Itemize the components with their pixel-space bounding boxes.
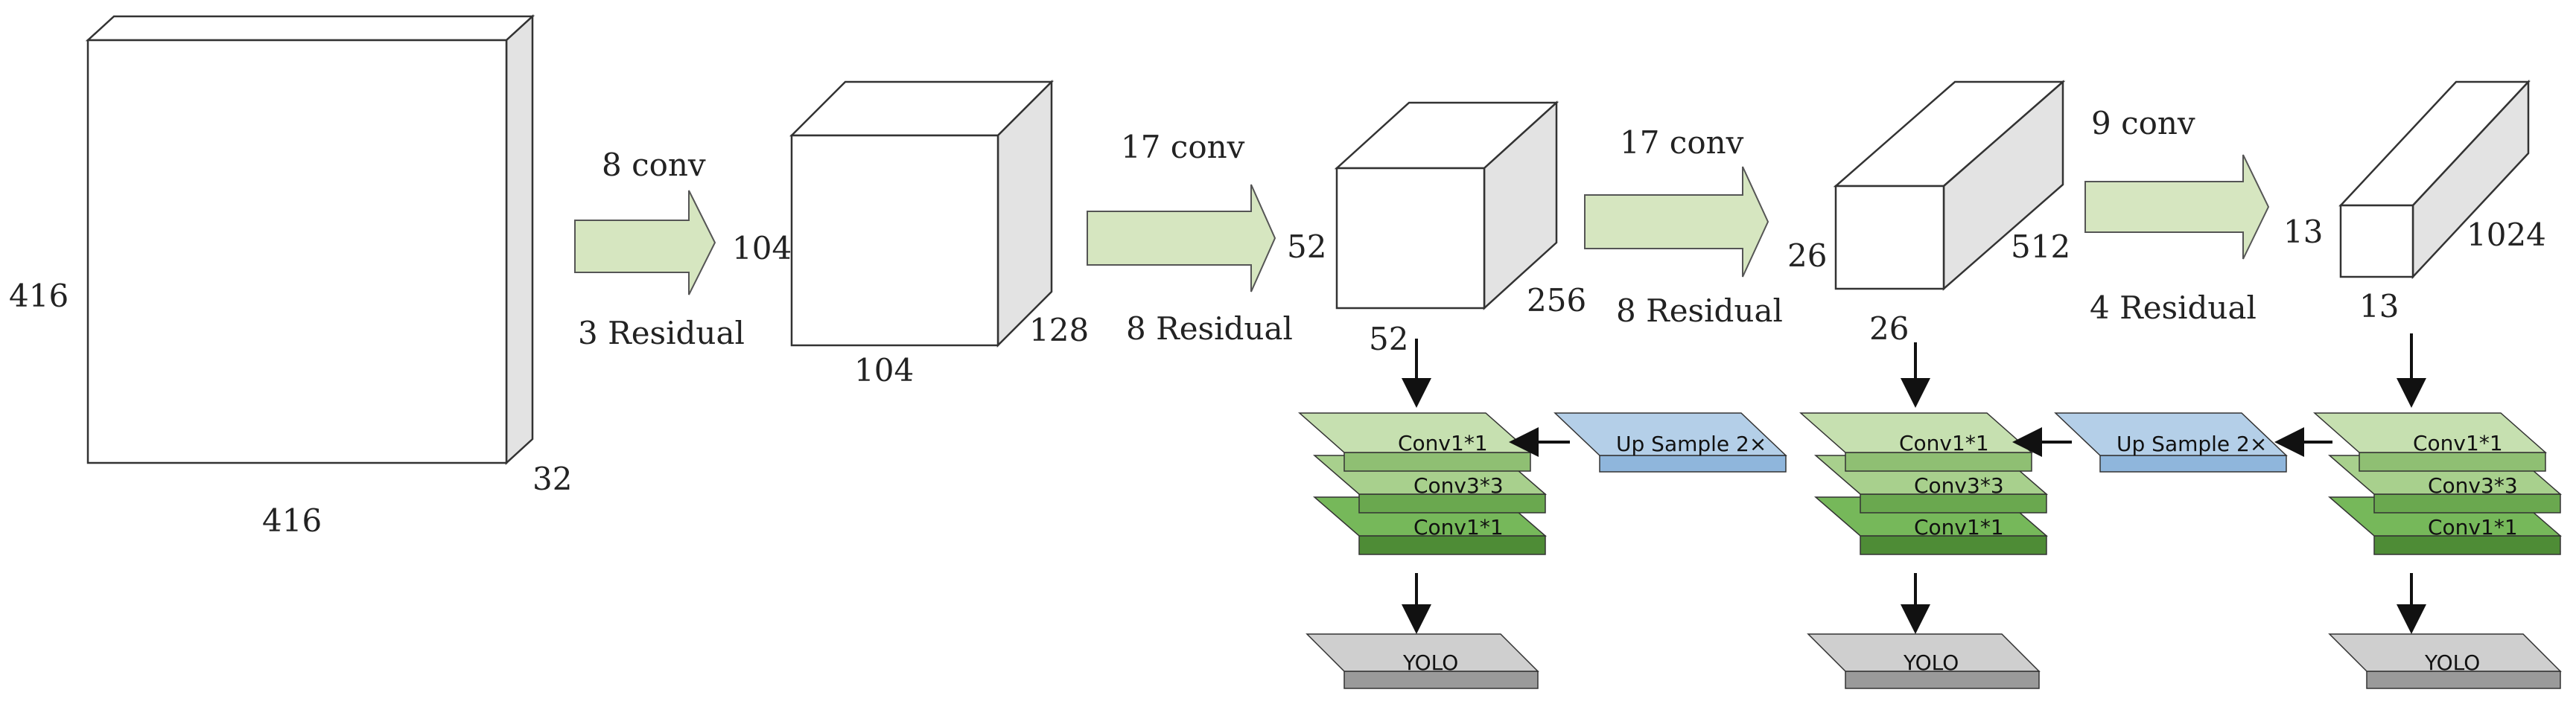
cube-front-face: [790, 134, 999, 347]
feature-cube-104: [789, 79, 1055, 348]
stage-residual-label: 8 Residual: [1616, 292, 1783, 329]
cube-width-label: 416: [262, 502, 322, 539]
cube-depth-label: 32: [532, 461, 572, 497]
cube-depth-label: 128: [1029, 312, 1089, 348]
svg-text:Conv1*1: Conv1*1: [1914, 515, 2004, 540]
cube-width-label: 52: [1369, 321, 1408, 357]
cube-height-label: 416: [9, 278, 69, 314]
cube-height-label: 13: [2283, 214, 2323, 250]
cube-width-label: 26: [1869, 310, 1909, 347]
svg-text:Up Sample 2×: Up Sample 2×: [1616, 432, 1766, 456]
cube-depth-label: 1024: [2467, 217, 2546, 253]
cube-front-face: [2339, 204, 2414, 278]
conv1x1-layer-top: Conv1*1: [1298, 412, 1532, 472]
feature-cube-416: [85, 14, 535, 465]
cube-side-face: [505, 14, 534, 465]
stage-arrow-2: [1087, 184, 1276, 292]
svg-text:Conv3*3: Conv3*3: [1413, 473, 1504, 498]
stage-arrow-1: [574, 190, 716, 295]
stage-residual-label: 8 Residual: [1126, 310, 1293, 347]
cube-front-face: [86, 39, 508, 464]
svg-text:Conv3*3: Conv3*3: [1914, 473, 2004, 498]
cube-depth-label: 256: [1527, 282, 1586, 319]
stage-conv-label: 9 conv: [2091, 105, 2195, 141]
conv1x1-layer-top: Conv1*1: [1799, 412, 2033, 472]
yolo-output-2: YOLO: [1807, 633, 2041, 689]
cube-height-label: 26: [1787, 237, 1827, 274]
cube-width-label: 104: [854, 352, 914, 388]
svg-text:Conv3*3: Conv3*3: [2428, 473, 2518, 498]
stage-residual-label: 4 Residual: [2090, 289, 2257, 326]
stage-arrow-3: [1584, 166, 1769, 278]
feature-cube-26: [1833, 80, 2066, 291]
cube-height-label: 52: [1287, 228, 1326, 265]
feature-cube-13: [2338, 79, 2531, 280]
detection-head-2: Conv1*1 Conv3*3 Conv1*1: [1799, 412, 2049, 555]
svg-text:Up Sample 2×: Up Sample 2×: [2117, 432, 2267, 456]
cube-top-face: [85, 15, 535, 42]
svg-text:Conv1*1: Conv1*1: [1899, 431, 1989, 455]
yolo-output-1: YOLO: [1306, 633, 1539, 689]
stage-residual-label: 3 Residual: [578, 315, 745, 351]
feature-cube-52: [1334, 100, 1559, 310]
svg-text:YOLO: YOLO: [1903, 650, 1959, 675]
cube-front-face: [1335, 167, 1486, 310]
stage-arrow-4: [2084, 154, 2270, 260]
stage-conv-label: 17 conv: [1620, 124, 1744, 161]
cube-front-face: [1834, 185, 1945, 290]
svg-text:YOLO: YOLO: [1402, 650, 1458, 675]
svg-text:Conv1*1: Conv1*1: [1398, 431, 1488, 455]
cube-width-label: 13: [2359, 288, 2399, 324]
cube-height-label: 104: [732, 230, 792, 266]
svg-text:Conv1*1: Conv1*1: [1413, 515, 1504, 540]
detection-head-1: Conv1*1 Conv3*3 Conv1*1: [1298, 412, 1548, 555]
stage-conv-label: 17 conv: [1121, 129, 1245, 165]
svg-text:Conv1*1: Conv1*1: [2428, 515, 2518, 540]
detection-head-3: Conv1*1 Conv3*3 Conv1*1: [2313, 412, 2563, 555]
upsample-block-1: Up Sample 2×: [1553, 412, 1787, 473]
stage-conv-label: 8 conv: [602, 147, 706, 183]
yolo-output-3: YOLO: [2328, 633, 2562, 689]
svg-text:Conv1*1: Conv1*1: [2413, 431, 2503, 455]
conv1x1-layer-top: Conv1*1: [2313, 412, 2547, 472]
svg-text:YOLO: YOLO: [2424, 650, 2480, 675]
cube-depth-label: 512: [2011, 228, 2070, 265]
upsample-block-2: Up Sample 2×: [2054, 412, 2288, 473]
